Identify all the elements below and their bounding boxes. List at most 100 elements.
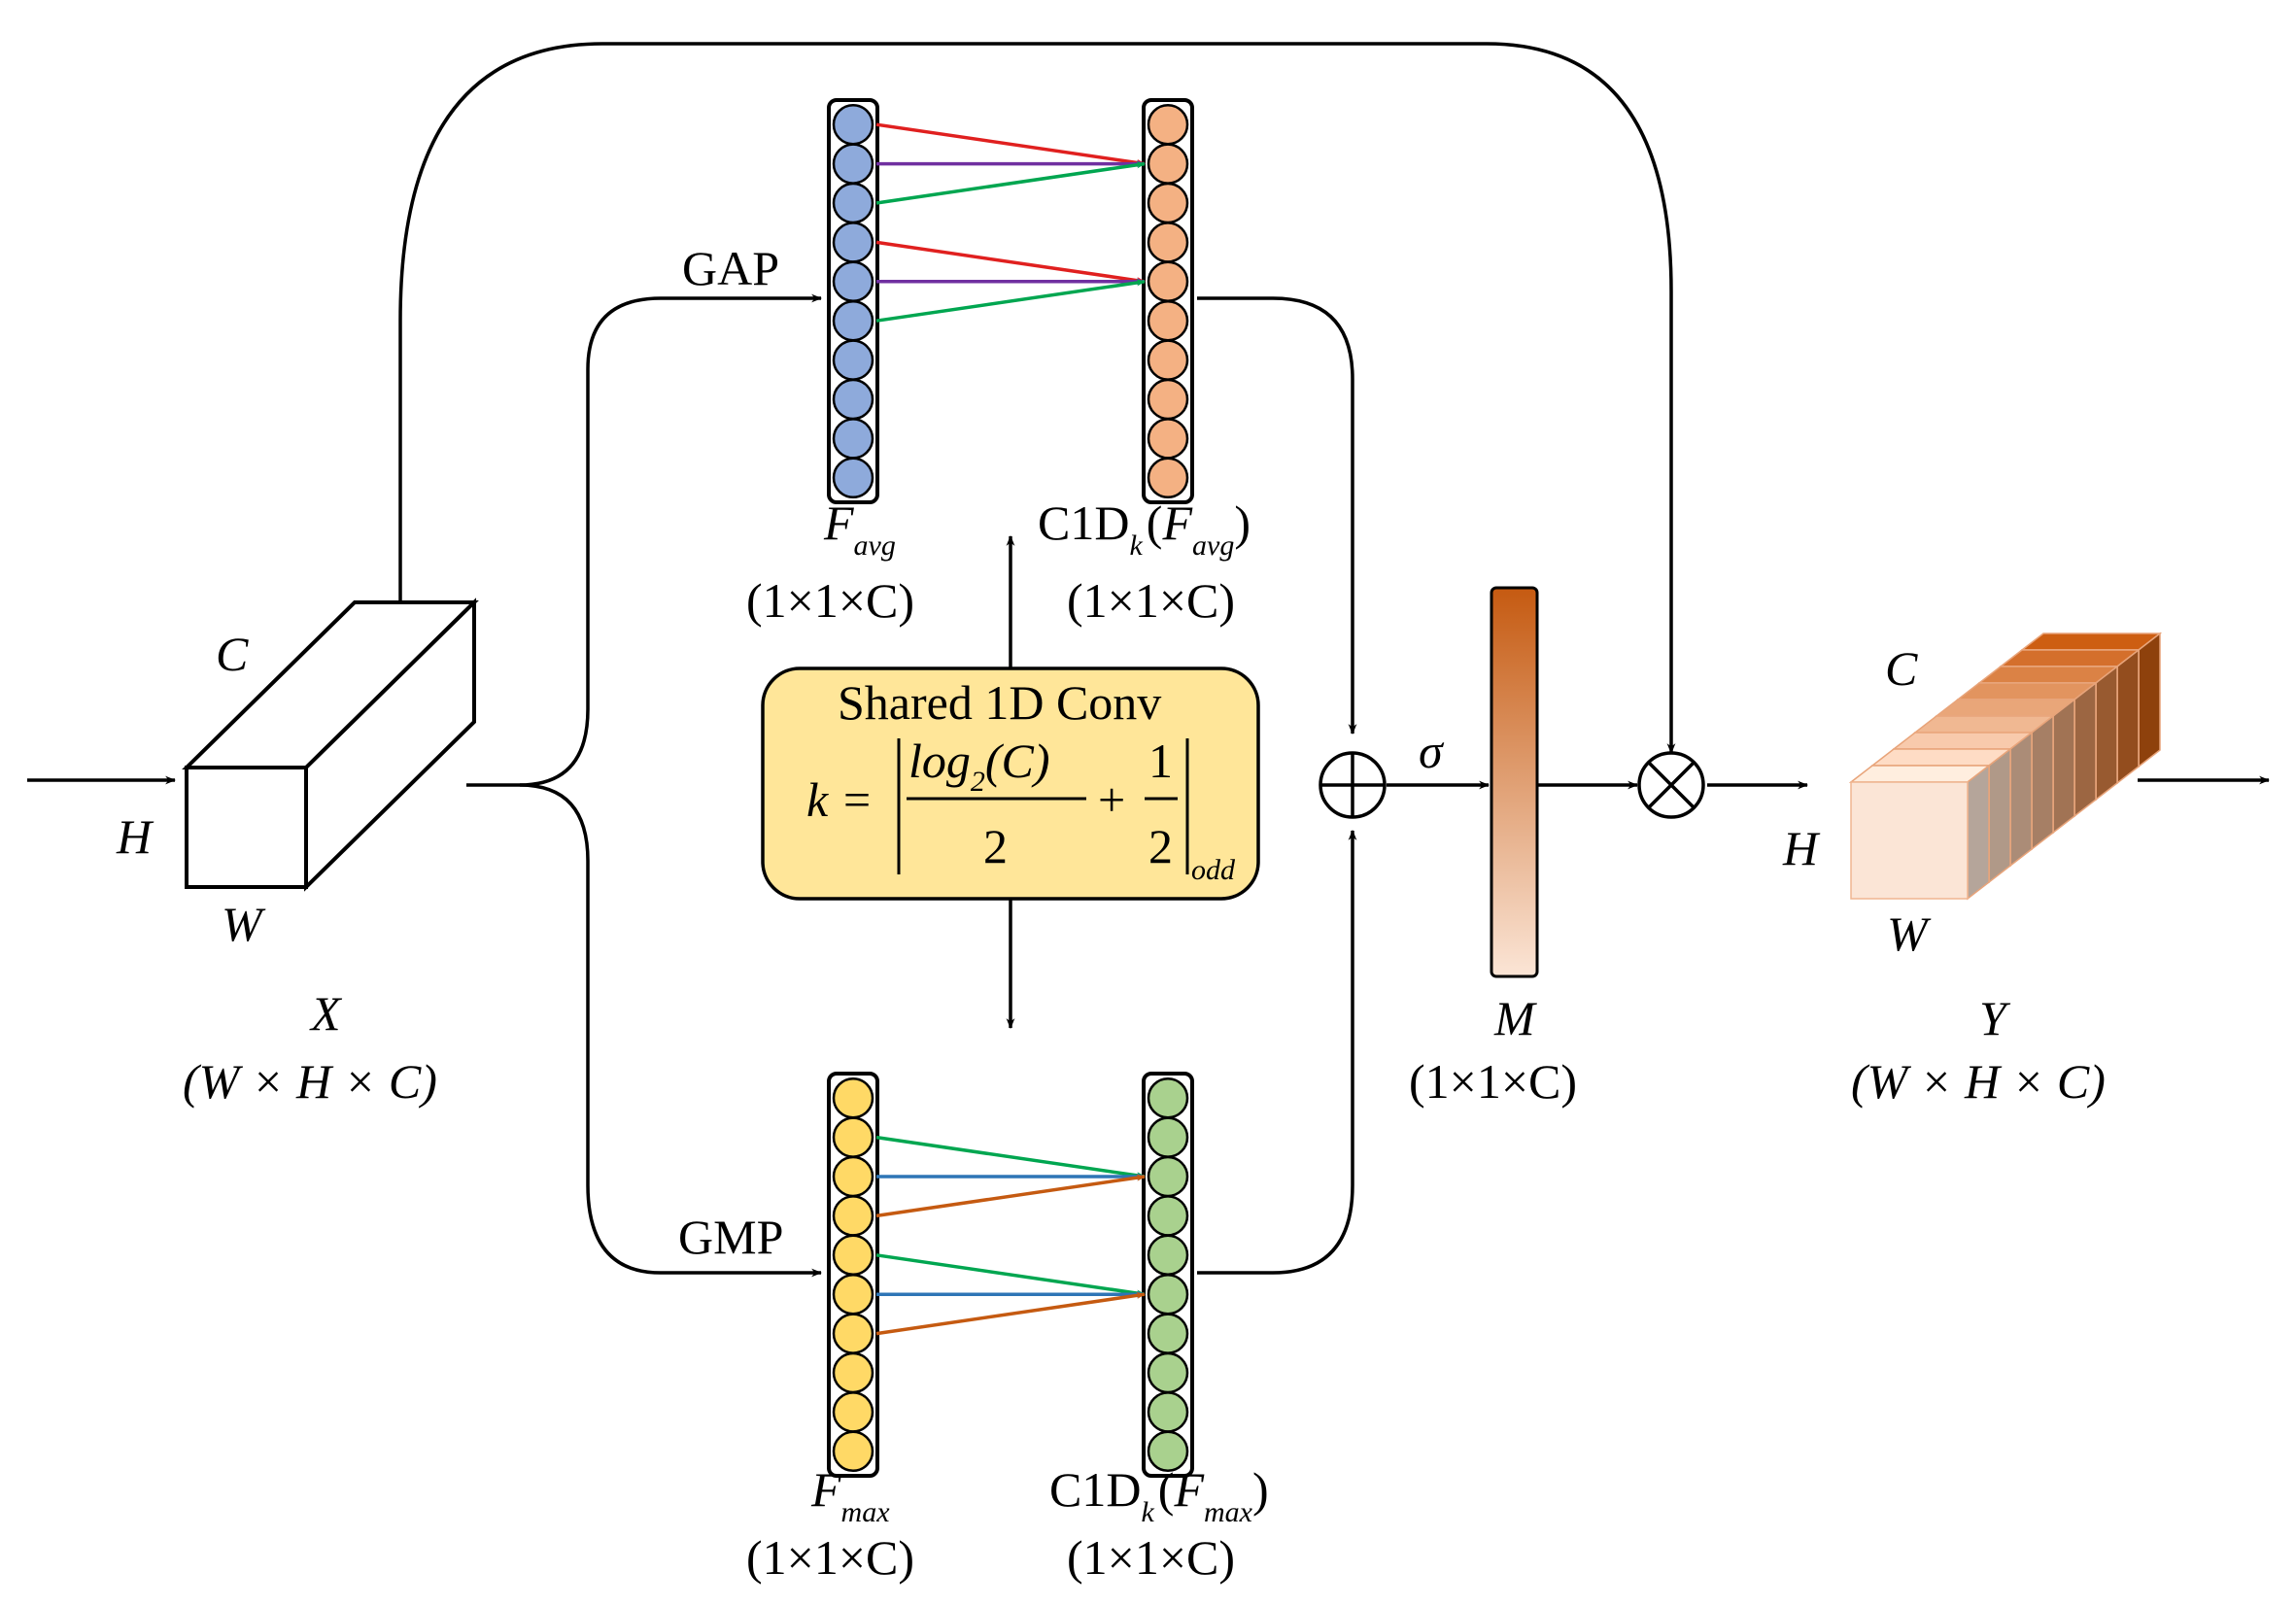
f-avg-sub: avg xyxy=(854,530,896,562)
c1d-max-inner-sub: max xyxy=(1204,1496,1253,1528)
svg-text:C1Dk(Fmax): C1Dk(Fmax) xyxy=(1049,1462,1269,1528)
output-slice-top xyxy=(1891,732,2035,750)
f-max-node xyxy=(832,1313,874,1354)
c1d-avg-node xyxy=(1147,457,1189,499)
c1d-max-node xyxy=(1147,1430,1189,1473)
output-slice-top xyxy=(1848,765,1992,783)
shared-conv-box: Shared 1D Conv k = log2(C) 2 + 1 2 odd xyxy=(761,666,1260,901)
gmp-label: GMP xyxy=(678,1210,783,1264)
f-max-node xyxy=(832,1273,874,1316)
kernel-arrow xyxy=(875,1253,1146,1297)
output-slice-side xyxy=(1967,764,1990,901)
c1d-max-shape: (1×1×C) xyxy=(1067,1530,1235,1585)
f-avg-node xyxy=(832,182,874,224)
c1d-max-node xyxy=(1147,1234,1189,1277)
output-slice-side xyxy=(2031,714,2054,851)
kernel-arrow xyxy=(875,161,1146,205)
output-slice-top xyxy=(1955,682,2099,700)
f-avg-label: Favg (1×1×C) xyxy=(746,495,914,628)
formula-denominator: 2 xyxy=(983,819,1008,873)
c1d-max-close: ) xyxy=(1252,1462,1269,1517)
svg-text:Favg: Favg xyxy=(823,495,896,562)
c1d-avg-node xyxy=(1147,143,1189,185)
skip-connection xyxy=(398,42,1676,755)
f-avg-node xyxy=(832,143,874,185)
f-max-sub: max xyxy=(841,1496,891,1528)
output-slice-side xyxy=(2138,632,2161,769)
c1d-max-node xyxy=(1147,1195,1189,1237)
c1d-avg-node xyxy=(1147,182,1189,224)
f-max-node xyxy=(832,1076,874,1119)
f-max-node xyxy=(832,1116,874,1158)
svg-text:Fmax: Fmax xyxy=(810,1462,890,1528)
c1d-avg-open: ( xyxy=(1147,495,1163,550)
input-box-front xyxy=(185,766,308,889)
split-brace xyxy=(466,293,823,787)
f-max-column xyxy=(827,1072,879,1478)
output-shape: (W × H × C) xyxy=(1851,1054,2106,1109)
formula-log: log xyxy=(908,734,971,788)
output-slice-side xyxy=(2052,698,2075,835)
input-box-side xyxy=(304,598,476,892)
shared-conv-title: Shared 1D Conv xyxy=(838,675,1161,730)
output-slice-top xyxy=(2019,632,2163,651)
output-slice-top xyxy=(1998,649,2142,667)
kernel-arrow xyxy=(875,1135,1146,1179)
c1d-avg-shape: (1×1×C) xyxy=(1067,573,1235,628)
output-slice-top xyxy=(1934,699,2077,717)
kernel-arrow xyxy=(875,240,1146,285)
c1d-max-prefix: C1D xyxy=(1049,1462,1141,1517)
conv-kernel-arrows xyxy=(875,122,1146,1336)
output-dim-h: H xyxy=(1782,821,1821,875)
c1d-avg-node xyxy=(1147,299,1189,342)
f-avg-node xyxy=(832,457,874,499)
multiply-operator-icon xyxy=(1637,751,1705,819)
c1d-avg-node xyxy=(1147,103,1189,146)
f-avg-node xyxy=(832,260,874,303)
f-max-node xyxy=(832,1234,874,1277)
mask-name: M xyxy=(1493,991,1537,1045)
output-slice-side xyxy=(2116,648,2140,785)
f-avg-node xyxy=(832,299,874,342)
svg-text:C1Dk(Favg): C1Dk(Favg) xyxy=(1038,495,1251,562)
output-slice-side xyxy=(2095,665,2118,802)
kernel-arrow xyxy=(875,279,1146,323)
c1d-avg-column xyxy=(1142,98,1194,504)
c1d-max-node xyxy=(1147,1273,1189,1316)
formula-frac-den: 2 xyxy=(1148,819,1173,873)
f-avg-shape: (1×1×C) xyxy=(746,573,914,628)
c1d-max-open: ( xyxy=(1158,1462,1175,1517)
f-max-name: F xyxy=(810,1462,841,1517)
formula-odd: odd xyxy=(1191,854,1236,886)
output-slice-side xyxy=(2073,681,2097,818)
add-operator-icon xyxy=(1319,751,1387,819)
input-name: X xyxy=(309,986,343,1041)
output-slice-side xyxy=(2009,731,2033,868)
c1d-avg-node xyxy=(1147,260,1189,303)
formula-log-arg: (C) xyxy=(985,734,1050,788)
kernel-arrow xyxy=(875,1291,1146,1336)
c1d-avg-inner-sub: avg xyxy=(1192,530,1234,562)
formula-plus: + xyxy=(1098,772,1125,827)
c1d-max-column xyxy=(1142,1072,1194,1478)
output-tensor-y xyxy=(1848,632,2163,901)
output-dim-w: W xyxy=(1887,906,1932,961)
f-max-node xyxy=(832,1351,874,1394)
c1d-max-k: k xyxy=(1141,1496,1154,1528)
input-dim-w: W xyxy=(222,897,266,951)
output-name: Y xyxy=(1979,991,2011,1045)
sigma-label: σ xyxy=(1419,724,1445,778)
max-to-add xyxy=(1197,829,1357,1275)
c1d-max-node xyxy=(1147,1391,1189,1433)
f-max-label: Fmax (1×1×C) xyxy=(746,1462,914,1585)
connections xyxy=(398,42,2271,1278)
shared-conv-background xyxy=(761,666,1260,901)
c1d-avg-node xyxy=(1147,222,1189,263)
mask-bar xyxy=(1490,586,1539,978)
c1d-avg-inner: F xyxy=(1161,495,1192,550)
c1d-avg-node xyxy=(1147,339,1189,381)
c1d-avg-node xyxy=(1147,378,1189,421)
c1d-avg-close: ) xyxy=(1234,495,1251,550)
f-avg-node xyxy=(832,339,874,381)
